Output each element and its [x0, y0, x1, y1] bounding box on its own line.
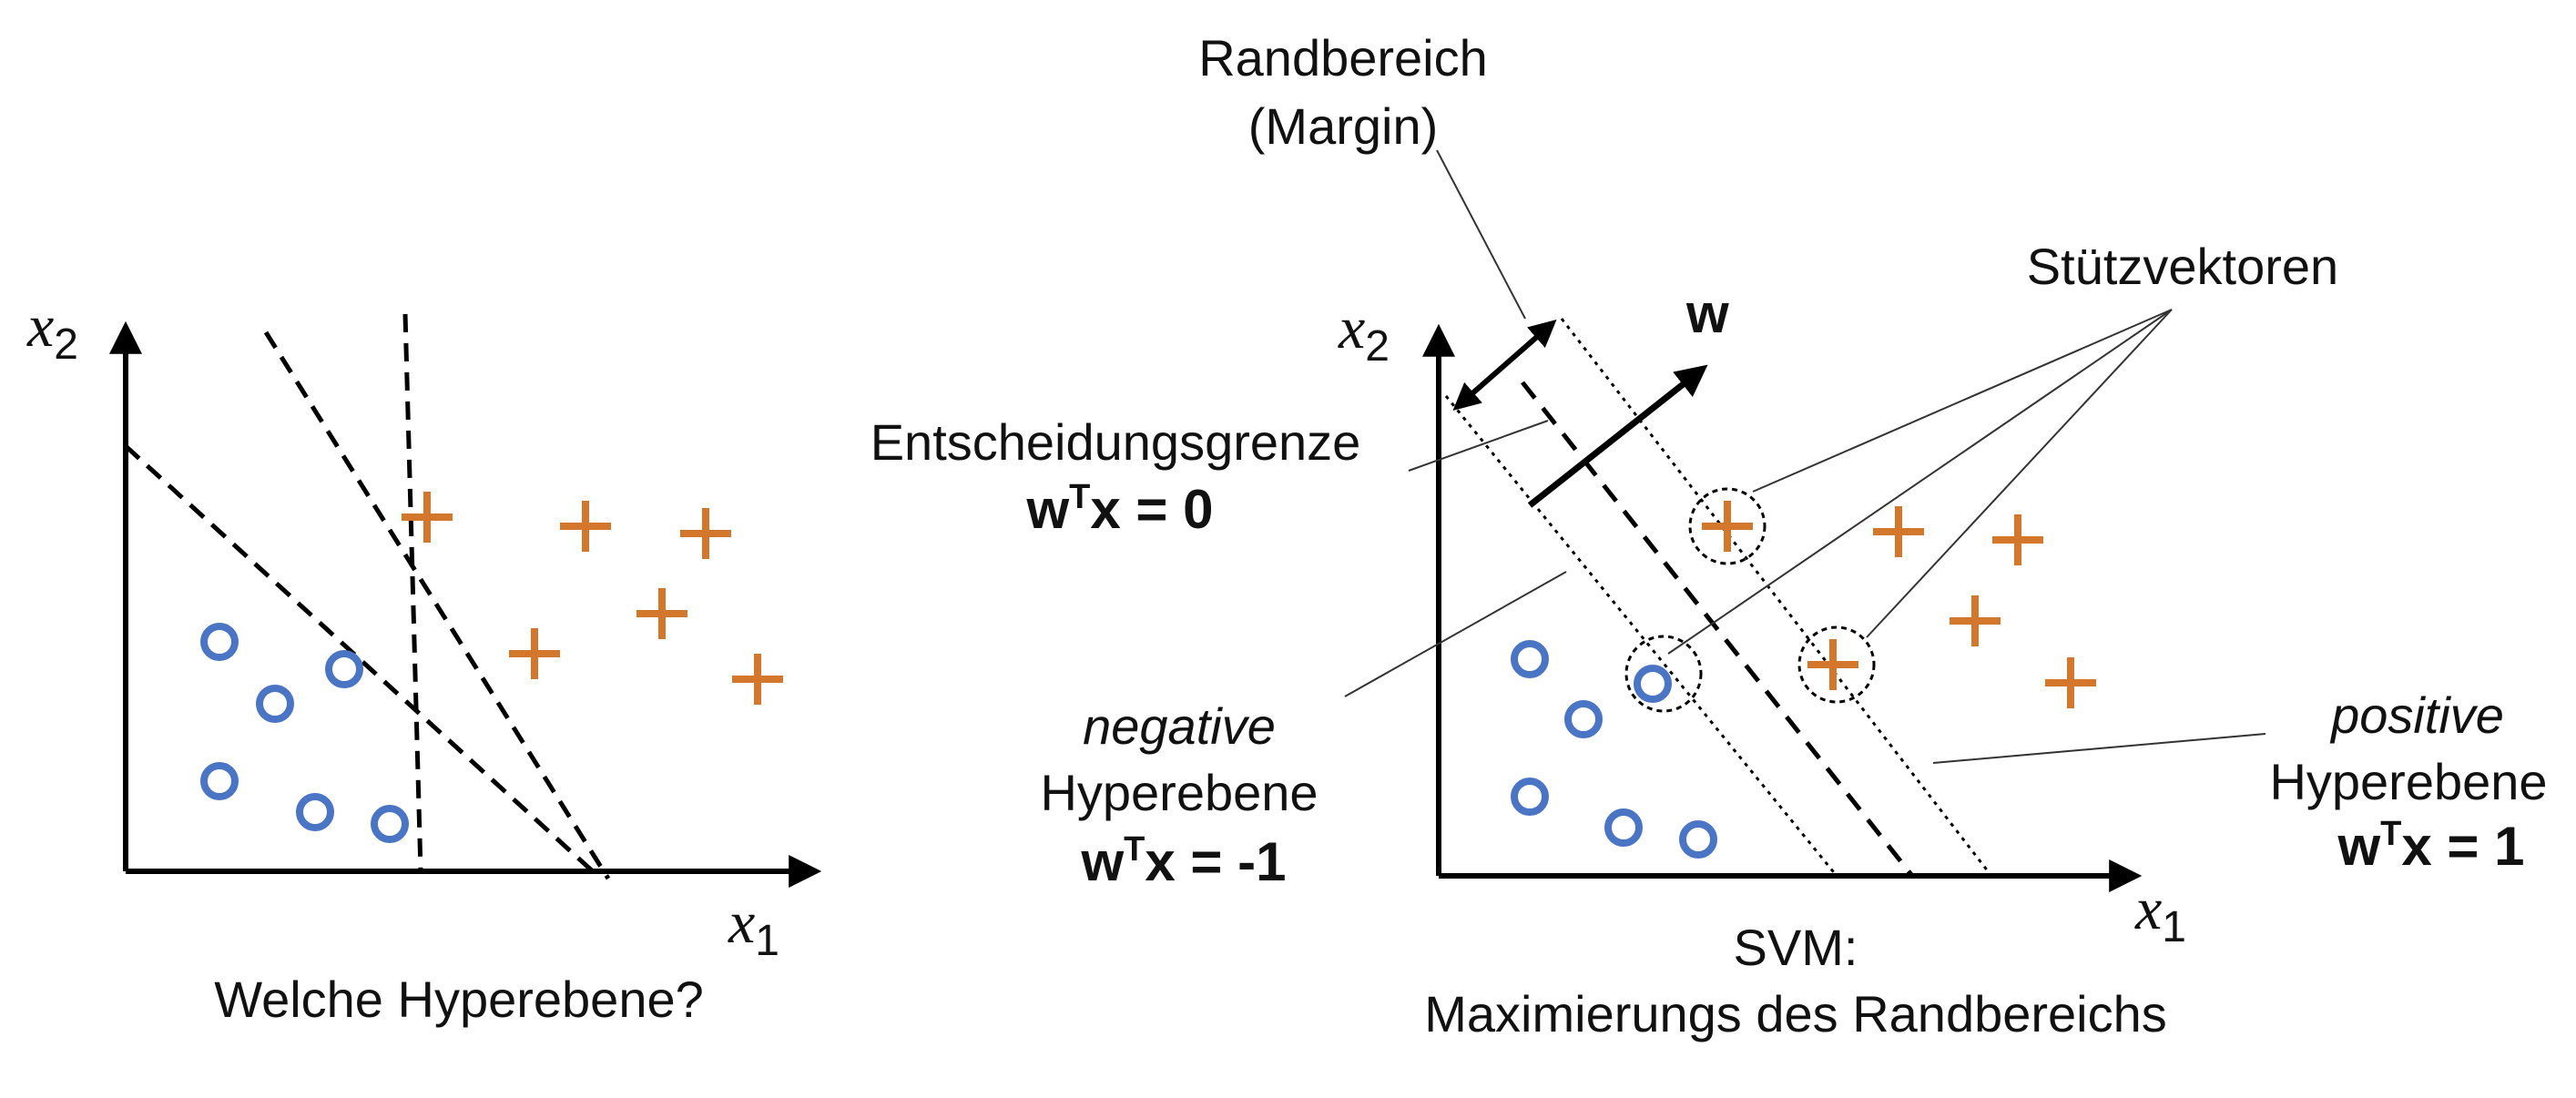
circle-icon [1679, 820, 1717, 859]
plus-icon [732, 654, 783, 705]
negative-label: negative [1083, 697, 1276, 755]
weight-vector-label: w [1685, 283, 1729, 344]
right-caption-line2: Maximierungs des Randbereichs [1424, 985, 2167, 1042]
circle-icon [1511, 778, 1549, 816]
left-caption: Welche Hyperebene? [214, 971, 704, 1028]
left-circle-points [200, 623, 409, 843]
decision-boundary-line [1521, 381, 1914, 878]
circle-icon [1634, 665, 1672, 703]
left-x-axis-label: x1 [728, 890, 779, 965]
circle-icon [1604, 808, 1643, 847]
support-vector-ring [1688, 487, 1767, 565]
circle-icon [1564, 700, 1603, 738]
support-vector-ring [1624, 635, 1703, 713]
plus-icon [1992, 514, 2043, 565]
margin-width-arrow [1452, 320, 1557, 411]
weight-vector-arrow [1527, 364, 1708, 508]
plus-icon [1950, 595, 2001, 646]
positive-label: positive [2329, 686, 2504, 744]
circle-icon [296, 793, 334, 831]
right-plus-points [1702, 501, 2096, 708]
margin-label-line2: (Margin) [1248, 97, 1438, 155]
plus-icon [636, 588, 687, 639]
circle-icon [200, 623, 239, 661]
support-vector-ring [1797, 625, 1876, 704]
positive-hyperplane-label: Hyperebene [2269, 753, 2547, 810]
candidate-hyperplane-vertical [402, 313, 423, 872]
circle-icon [256, 685, 294, 723]
support-vector-rings [1624, 487, 1876, 713]
negative-formula: wTx = -1 [1081, 830, 1287, 892]
plus-icon [2045, 657, 2096, 708]
margin-label-line1: Randbereich [1198, 29, 1488, 86]
plus-icon [560, 501, 611, 552]
support-vectors-label: Stützvektoren [2027, 238, 2338, 295]
right-y-axis-label: x2 [1338, 295, 1390, 371]
left-panel: x2 x1 Welche Hyperebene? [26, 293, 822, 1028]
candidate-hyperplane-steep [263, 330, 611, 880]
plus-icon [680, 508, 731, 559]
candidate-hyperplane-shallow [124, 444, 596, 874]
right-x-axis-label: x1 [2134, 876, 2186, 951]
plus-icon [509, 628, 560, 679]
right-caption-line1: SVM: [1734, 919, 1858, 976]
negative-hyperplane-label: Hyperebene [1040, 764, 1318, 821]
left-plus-points [402, 492, 783, 705]
plus-icon [1807, 639, 1858, 690]
decision-boundary-label: Entscheidungsgrenze [871, 413, 1361, 471]
decision-formula: wTx = 0 [1025, 478, 1213, 540]
positive-formula: wTx = 1 [2337, 815, 2524, 877]
negative-hyperplane-line [1444, 395, 1838, 877]
circle-icon [325, 650, 363, 688]
circle-icon [371, 805, 409, 843]
positive-hyperplane-line [1560, 318, 1993, 877]
circle-icon [200, 762, 239, 800]
plus-icon [402, 492, 453, 543]
right-panel: x2 x1 w [871, 29, 2548, 1042]
circle-icon [1511, 640, 1549, 678]
plus-icon [1702, 501, 1753, 552]
right-circle-points [1511, 640, 1717, 859]
leader-lines [1344, 149, 2266, 764]
plus-icon [1873, 506, 1924, 557]
left-y-axis-label: x2 [26, 293, 78, 369]
